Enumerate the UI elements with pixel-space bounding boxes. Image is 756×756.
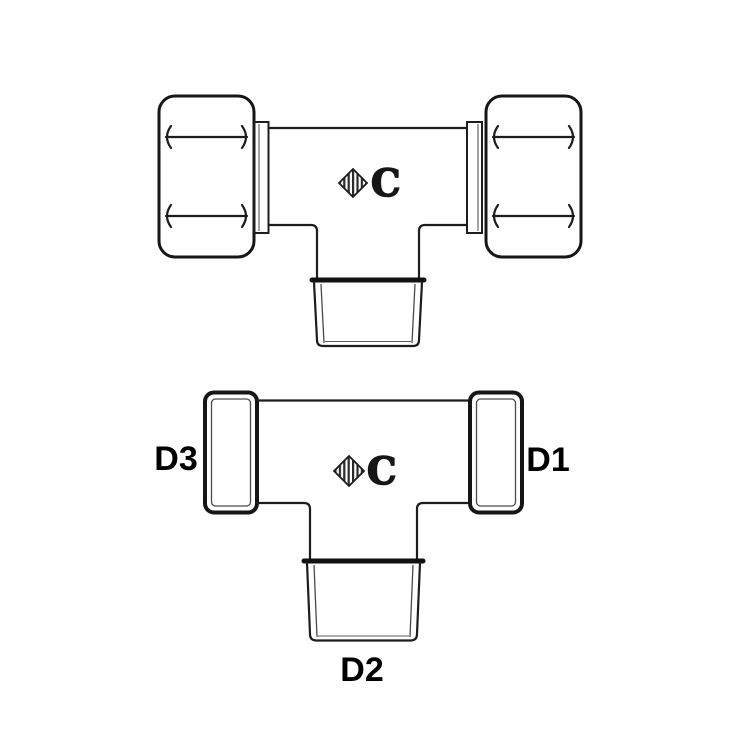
body-bottom-view <box>255 399 472 561</box>
brand-letter: C <box>371 161 400 205</box>
striped-diamond-icon <box>337 167 369 199</box>
male-thread-top-view <box>309 277 427 348</box>
male-thread-bottom-view <box>301 558 426 642</box>
right-hex-nut <box>484 94 583 259</box>
brand-letter: C <box>367 449 396 493</box>
label-bottom-port: D2 <box>340 651 383 689</box>
brand-logo: C <box>332 448 397 494</box>
right-washer <box>466 121 483 234</box>
body-top-view <box>267 126 469 280</box>
right-tube-port <box>468 390 524 515</box>
left-hex-nut <box>157 94 256 259</box>
striped-diamond-icon <box>332 454 366 488</box>
left-tube-port <box>203 390 259 515</box>
bottom-view-fitting: C D3 D1 D2 <box>154 390 570 689</box>
brand-logo: C <box>337 160 401 206</box>
left-washer <box>253 121 270 234</box>
label-right-port: D1 <box>526 441 569 479</box>
top-view-fitting: C <box>157 94 583 348</box>
label-left-port: D3 <box>154 440 197 478</box>
